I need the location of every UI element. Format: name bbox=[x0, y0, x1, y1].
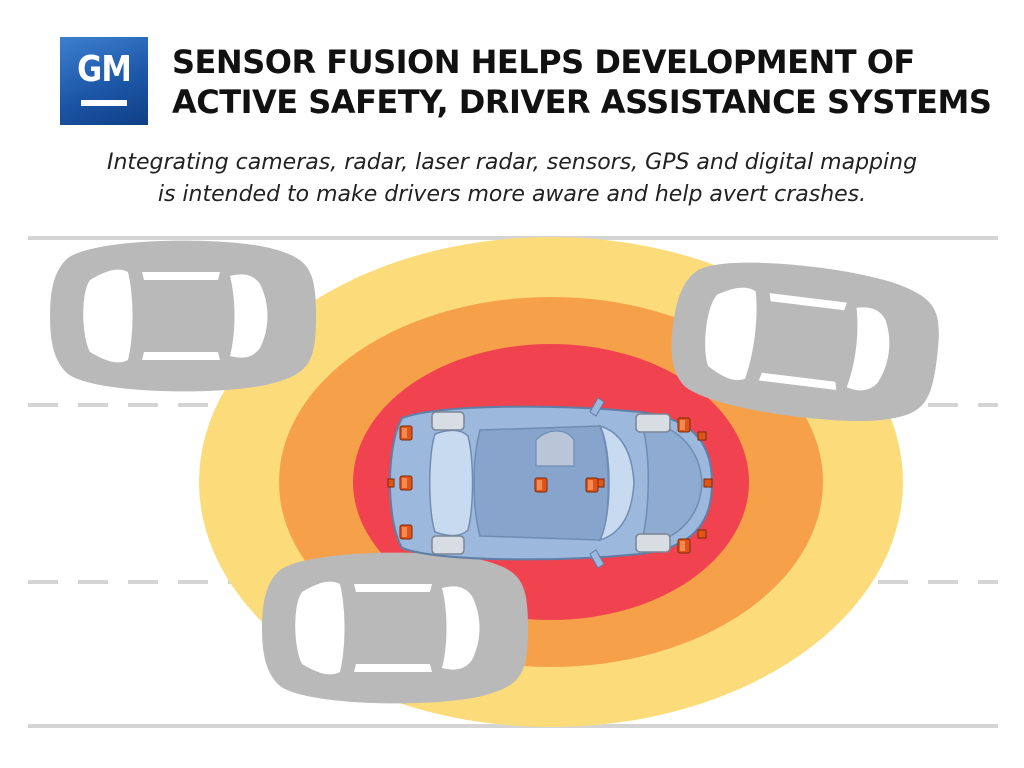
sensors bbox=[387, 417, 713, 554]
car-icon bbox=[262, 552, 528, 704]
headline: SENSOR FUSION HELPS DEVELOPMENT OF ACTIV… bbox=[172, 42, 1002, 122]
gm-logo-text: GM bbox=[77, 49, 132, 90]
subtitle-line-2: is intended to make drivers more aware a… bbox=[157, 182, 867, 207]
headline-line-1: SENSOR FUSION HELPS DEVELOPMENT OF bbox=[172, 43, 915, 81]
sensor-icon bbox=[399, 524, 413, 540]
subtitle-line-1: Integrating cameras, radar, laser radar,… bbox=[106, 150, 918, 175]
sensor-icon bbox=[703, 478, 713, 488]
host-car bbox=[388, 397, 714, 569]
headline-line-2: ACTIVE SAFETY, DRIVER ASSISTANCE SYSTEMS bbox=[172, 83, 992, 121]
sensor-icon bbox=[677, 417, 691, 433]
car-icon bbox=[50, 240, 316, 392]
sensor-icon bbox=[387, 478, 395, 488]
sensor-icon bbox=[697, 529, 707, 539]
sensor-icon bbox=[399, 425, 413, 441]
sensor-icon bbox=[597, 478, 605, 488]
sensor-icon bbox=[399, 475, 413, 491]
sensor-icon bbox=[677, 538, 691, 554]
gm-logo-underline bbox=[81, 100, 127, 106]
subtitle: Integrating cameras, radar, laser radar,… bbox=[0, 147, 1024, 211]
gm-logo: GM bbox=[60, 37, 148, 125]
sensor-icon bbox=[697, 431, 707, 441]
sensor-icon bbox=[534, 477, 548, 493]
sensor-icon bbox=[585, 477, 599, 493]
